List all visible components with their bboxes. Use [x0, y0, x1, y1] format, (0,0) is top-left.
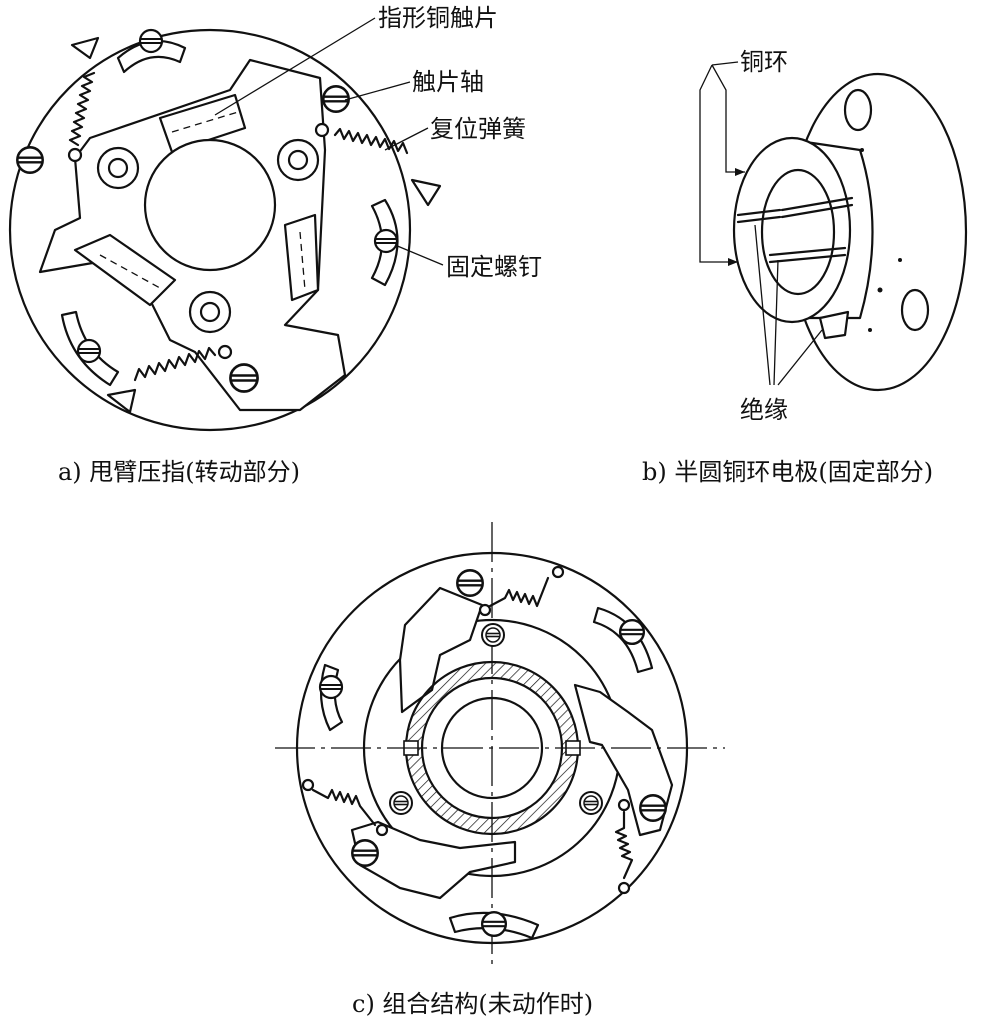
spring-c-right	[614, 798, 634, 895]
slot-top	[116, 28, 187, 74]
boss-left	[96, 146, 140, 190]
insulation-gap-left	[736, 208, 782, 224]
arrow-copper-ring-lower	[728, 258, 738, 266]
ring-bore	[760, 168, 836, 296]
slot-c-left	[318, 663, 344, 732]
finger-contact-right	[283, 213, 320, 302]
boss-right	[276, 138, 320, 182]
electrode-screw-top	[481, 623, 505, 647]
arm-screw-top	[456, 569, 484, 597]
slot-left-bottom	[60, 310, 120, 387]
label-fixing-screw: 固定螺钉	[446, 253, 542, 281]
caption-panel-b: b) 半圆铜环电极(固定部分)	[642, 458, 933, 486]
label-insulation: 绝缘	[740, 396, 788, 424]
leader-finger-contact	[214, 17, 376, 116]
slot-right	[370, 198, 399, 287]
electrode-screw-right	[579, 791, 603, 815]
slot-c-bottom	[448, 910, 540, 940]
leader-contact-shaft	[344, 81, 411, 101]
leader-fixing-screw	[394, 244, 444, 266]
contact-shaft-screw-top	[322, 85, 350, 113]
insulation-gap-top	[780, 196, 854, 219]
leader-insulation-3	[777, 329, 823, 386]
swing-arm-top-left	[398, 586, 484, 714]
insulation-tab	[818, 310, 850, 340]
electrode-screw-left	[389, 791, 413, 815]
contact-shaft-screw-left	[16, 146, 44, 174]
hub-hole	[143, 138, 277, 272]
spring-c-top	[478, 565, 565, 617]
panel-a-rotating-part: 指形铜触片 触片轴 复位弹簧 固定螺钉 a) 甩臂压指(转动部分)	[8, 4, 542, 486]
return-spring-bottom	[106, 344, 233, 414]
leader-insulation-2	[773, 259, 779, 386]
insulation-gap-bottom	[768, 246, 847, 264]
finger-contact-left	[73, 233, 177, 307]
return-spring-left	[67, 36, 100, 163]
arm-screw-right	[639, 794, 667, 822]
outer-disc	[8, 28, 412, 432]
label-copper-ring: 铜环	[740, 48, 788, 76]
label-return-spring: 复位弹簧	[430, 115, 526, 143]
leader-insulation-1	[754, 224, 771, 386]
leader-copper-ring-upper	[711, 64, 745, 173]
leader-copper-ring-lower	[699, 64, 738, 263]
caption-panel-c: c) 组合结构(未动作时)	[352, 990, 593, 1018]
label-contact-shaft: 触片轴	[412, 68, 484, 96]
leader-copper-ring	[711, 61, 739, 66]
flange-hole-top	[843, 88, 873, 132]
slot-c-top-right	[592, 606, 654, 674]
return-spring-top	[314, 122, 442, 207]
panel-c-assembly: c) 组合结构(未动作时)	[275, 522, 725, 1018]
caption-panel-a: a) 甩臂压指(转动部分)	[58, 458, 300, 486]
boss-bottom	[188, 290, 232, 334]
arm-screw-bottom	[351, 839, 379, 867]
label-finger-contact: 指形铜触片	[378, 4, 498, 32]
arrow-copper-ring-upper	[735, 168, 745, 176]
flange-hole-bottom	[900, 288, 930, 332]
contact-shaft-screw-bottom	[229, 363, 259, 393]
spring-c-left	[301, 778, 389, 837]
swing-arm-bottom	[350, 820, 517, 900]
panel-b-fixed-part: 铜环 绝缘 b) 半圆铜环电极(固定部分)	[642, 48, 968, 486]
leader-return-spring	[384, 127, 429, 151]
